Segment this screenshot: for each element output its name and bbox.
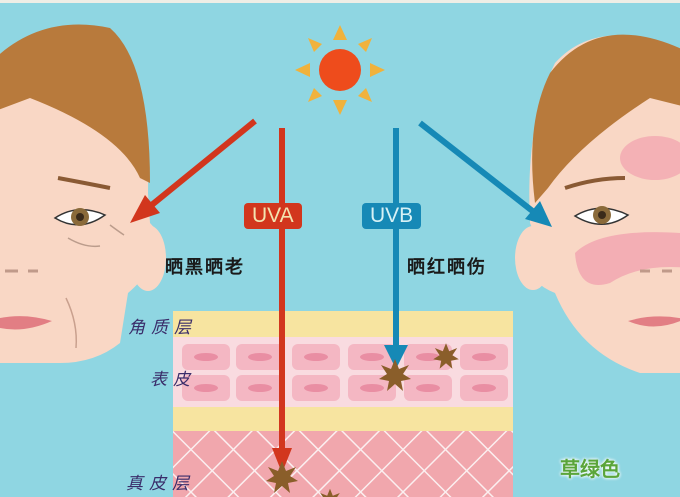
- uvb-effect-text: 晒红晒伤: [407, 257, 487, 278]
- layer-label-stratum-corneum: 角质层: [128, 318, 197, 338]
- right-face: [515, 34, 680, 373]
- uva-effect-text: 晒黑晒老: [165, 257, 245, 278]
- uva-arrows: [130, 118, 292, 473]
- sun-icon: [295, 25, 385, 115]
- left-face: [0, 24, 166, 363]
- layer-stratum-corneum: [173, 311, 513, 337]
- layer-dermis: [173, 431, 513, 497]
- skin-cross-section: [173, 311, 513, 497]
- watermark: 草绿色: [560, 457, 620, 481]
- illustration: [0, 24, 680, 497]
- uvb-arrows: [384, 120, 552, 369]
- layer-label-dermis: 真皮层: [126, 474, 195, 494]
- uva-label: UVA: [244, 203, 302, 229]
- uvb-label: UVB: [362, 203, 422, 229]
- damage-burst-icons: [266, 343, 459, 497]
- layer-label-epidermis: 表皮: [150, 370, 196, 390]
